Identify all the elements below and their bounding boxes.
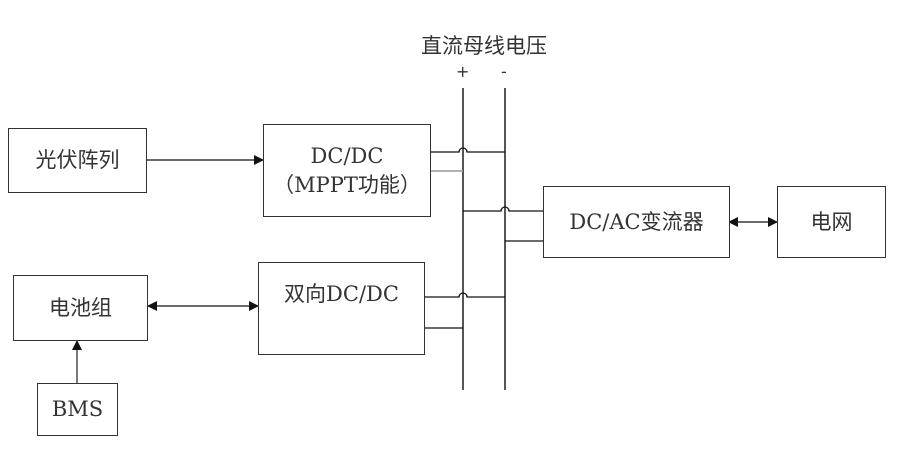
bidirectional-dcdc-block: 双向DC/DC [258, 262, 425, 355]
bms-label: BMS [51, 397, 104, 422]
bus-minus-label: - [501, 62, 507, 81]
inverter-block: DC/AC变流器 [543, 186, 730, 258]
battery-label: 电池组 [49, 295, 112, 320]
bms-block: BMS [37, 383, 118, 436]
battery-block: 电池组 [13, 275, 148, 341]
grid-label: 电网 [810, 209, 853, 234]
dcdc-mppt-label-line1: DC/DC [310, 144, 384, 169]
dcdc-mppt-label-line2: （MPPT功能） [273, 172, 421, 197]
dc-bus-voltage-label: 直流母线电压 [421, 34, 547, 58]
dcdc-mppt-block: DC/DC （MPPT功能） [263, 124, 431, 217]
wire-dcdc-mppt-to-negative [430, 147, 505, 153]
grid-block: 电网 [777, 186, 886, 258]
bus-plus-label: + [456, 62, 470, 81]
pv-array-label: 光伏阵列 [35, 148, 120, 173]
inverter-label: DC/AC变流器 [569, 209, 704, 234]
wire-positive-to-inverter [463, 206, 543, 212]
bidirectional-dcdc-label: 双向DC/DC [284, 282, 399, 307]
pv-array-block: 光伏阵列 [8, 128, 147, 193]
wire-bidcdc-to-negative [424, 292, 505, 298]
